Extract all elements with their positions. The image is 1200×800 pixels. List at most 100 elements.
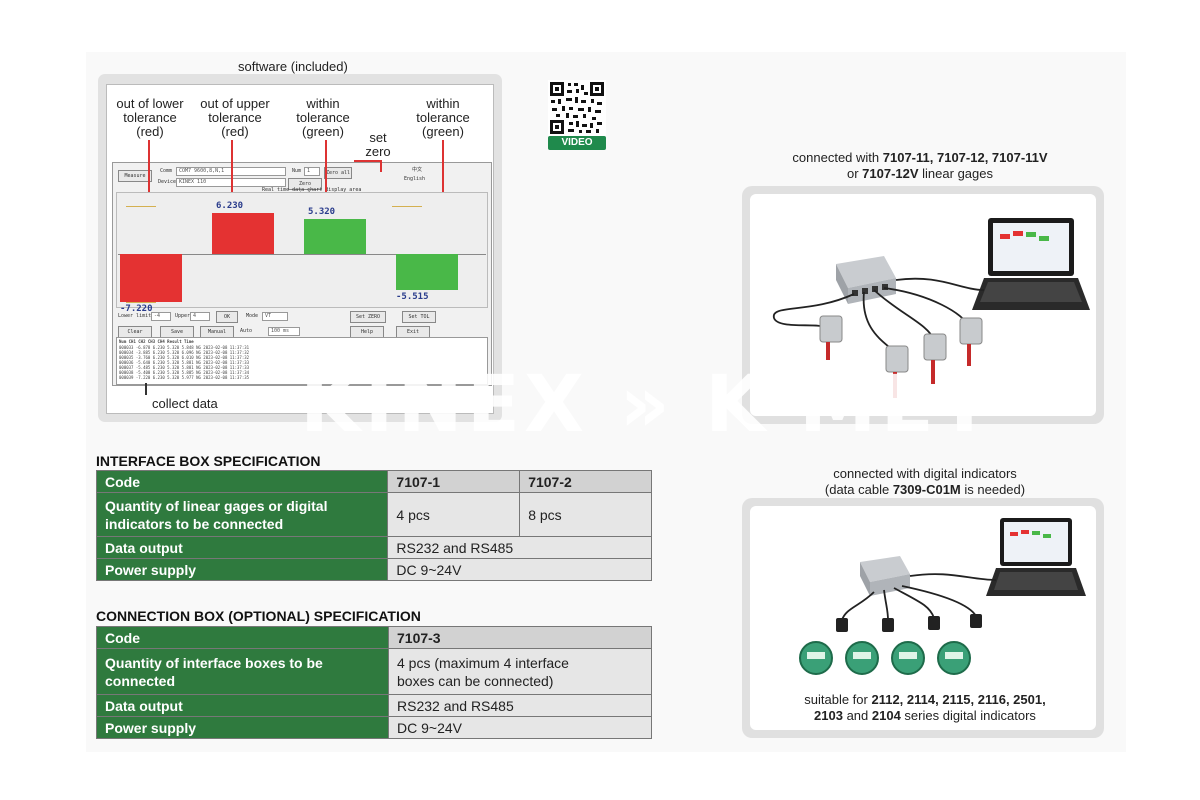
table-row: Quantity of interface boxes to be connec…: [96, 648, 652, 695]
zero-all-button[interactable]: Zero all: [324, 167, 352, 179]
linear-gages-caption: connected with 7107-11, 7107-12, 7107-11…: [760, 150, 1080, 182]
table-row: 000039 -7.220 6.230 5.320 5.977 NG 2023-…: [119, 375, 250, 380]
caption-model: 7107-12V: [862, 166, 919, 181]
table-row: Code 7107-1 7107-2: [95, 470, 652, 493]
connection-spec-heading: CONNECTION BOX (OPTIONAL) SPECIFICATION: [96, 608, 421, 624]
table-row: 000036 -5.640 6.230 5.320 5.881 NG 2023-…: [119, 360, 250, 365]
chart-bar-ch1: [120, 254, 182, 302]
power-supply-label: Power supply: [96, 716, 389, 739]
code-label: Code: [95, 470, 389, 493]
device-label: Device: [158, 179, 177, 185]
data-output-label: Data output: [95, 536, 389, 559]
num-label: Num: [292, 168, 302, 174]
chart-bar-ch3: [304, 218, 366, 254]
table-row: 000035 -3.760 6.230 5.320 6.010 NG 2023-…: [119, 355, 250, 360]
code-7107-1: 7107-1: [387, 470, 521, 493]
auto-checkbox[interactable]: Auto: [240, 328, 253, 334]
caption-text: and: [842, 708, 872, 723]
collected-data-table: Num CH1 CH2 CH3 CH4 Result Time 000033 -…: [116, 337, 488, 385]
code-label: Code: [96, 626, 389, 649]
caption-cable-code: 7309-C01M: [892, 482, 961, 497]
caption-model: 2103: [814, 708, 843, 723]
digital-indicators-caption: connected with digital indicators (data …: [760, 466, 1090, 498]
lower-tol-line-1: [126, 302, 156, 303]
callout-line-setzero-h: [354, 160, 380, 162]
caption-text: suitable for: [804, 692, 872, 707]
chart-bar-ch4: [396, 254, 458, 291]
power-supply-value: DC 9~24V: [388, 716, 652, 739]
table-row: Power supply DC 9~24V: [95, 558, 652, 581]
callout-upper-tolerance: out of upper tolerance (red): [200, 96, 270, 139]
lower-limit-field[interactable]: -4: [151, 312, 171, 321]
set-zero-button[interactable]: Set ZERO: [350, 311, 386, 323]
zero-line: [118, 254, 486, 255]
video-label[interactable]: VIDEO: [548, 136, 606, 150]
qr-code-icon[interactable]: [548, 80, 606, 136]
chart-bar-label-ch2: 6.230: [216, 200, 244, 211]
table-row: 000037 -5.485 6.230 5.320 5.881 NG 2023-…: [119, 365, 250, 370]
ok-button[interactable]: OK: [216, 311, 238, 323]
caption-text: linear gages: [918, 166, 993, 181]
caption-model: 2104: [871, 708, 901, 723]
caption-text: or: [846, 166, 863, 181]
mode-select[interactable]: VT: [262, 312, 288, 321]
lang-cn-option[interactable]: 中文: [412, 167, 423, 173]
table-row: 000038 -5.400 6.230 5.320 5.885 NG 2023-…: [119, 370, 250, 375]
digital-indicator-icon: [799, 641, 833, 675]
callout-set-zero: set zero: [365, 130, 391, 159]
data-output-value: RS232 and RS485: [387, 536, 652, 559]
interval-field[interactable]: 100 ms: [268, 327, 300, 336]
laptop-icon: [986, 518, 1086, 596]
interface-spec-heading: INTERFACE BOX SPECIFICATION: [96, 453, 321, 469]
num-field[interactable]: 1: [304, 167, 320, 176]
upper-tol-line-2: [392, 206, 422, 207]
linear-gages-illustration: [773, 218, 1090, 398]
upper-limit-field[interactable]: 4: [190, 312, 210, 321]
comm-label: Comm: [160, 168, 173, 174]
table-row: Code 7107-3: [96, 626, 652, 649]
code-7107-3: 7107-3: [388, 626, 652, 649]
quantity-label: Quantity of interface boxes to be connec…: [96, 648, 389, 695]
callout-within-tolerance-2: within tolerance (green): [416, 96, 470, 139]
upper-tol-line-1: [126, 206, 156, 207]
table-row: Quantity of linear gages or digital indi…: [95, 492, 652, 537]
caption-models: 7107-11, 7107-12, 7107-11V: [882, 150, 1048, 165]
digital-indicators-illustration: [799, 518, 1086, 675]
power-supply-label: Power supply: [95, 558, 389, 581]
software-title: software (included): [238, 59, 348, 74]
chart-bar-label-ch3: 5.320: [308, 206, 336, 217]
callout-line-within-1: [325, 140, 327, 214]
chart-area-title: Real time data chart display area: [262, 187, 362, 193]
quantity-label: Quantity of linear gages or digital indi…: [95, 492, 389, 537]
digital-indicator-icon: [937, 641, 971, 675]
interface-spec-table: Code 7107-1 7107-2 Quantity of linear ga…: [95, 470, 652, 581]
linear-gage-icon: [885, 345, 909, 398]
upper-label: Upper: [175, 313, 191, 319]
quantity-value: 4 pcs (maximum 4 interface boxes can be …: [388, 648, 652, 695]
data-output-label: Data output: [96, 694, 389, 717]
table-row: Power supply DC 9~24V: [96, 716, 652, 739]
suitable-indicators-caption: suitable for 2112, 2114, 2115, 2116, 250…: [760, 692, 1090, 724]
data-output-value: RS232 and RS485: [388, 694, 652, 717]
callout-line-setzero-v: [380, 160, 382, 172]
chart-bar-ch2: [212, 212, 274, 254]
table-row: Data output RS232 and RS485: [95, 536, 652, 559]
quantity-7107-2: 8 pcs: [519, 492, 652, 537]
chart-bar-label-ch4: -5.515: [396, 292, 429, 303]
caption-text: is needed): [960, 482, 1026, 497]
chart-bar-label-ch1: -7.220: [120, 303, 153, 314]
quantity-label-text: Quantity of interface boxes to be connec…: [105, 654, 323, 689]
caption-text: series digital indicators: [900, 708, 1036, 723]
quantity-7107-1: 4 pcs: [387, 492, 521, 537]
callout-line-upper: [231, 140, 233, 208]
measure-button[interactable]: Measure: [118, 170, 152, 182]
zero-single-button[interactable]: Zero single: [288, 178, 322, 197]
caption-models: 2112, 2114, 2115, 2116, 2501,: [871, 692, 1046, 707]
lang-en-option[interactable]: English: [404, 176, 426, 182]
power-supply-value: DC 9~24V: [387, 558, 652, 581]
interface-box-icon: [836, 256, 896, 304]
interface-box-icon: [860, 556, 910, 596]
set-tol-button[interactable]: Set TOL: [402, 311, 436, 323]
quantity-value-text: 4 pcs (maximum 4 interface boxes can be …: [397, 654, 569, 689]
caption-text: connected with: [792, 150, 883, 165]
